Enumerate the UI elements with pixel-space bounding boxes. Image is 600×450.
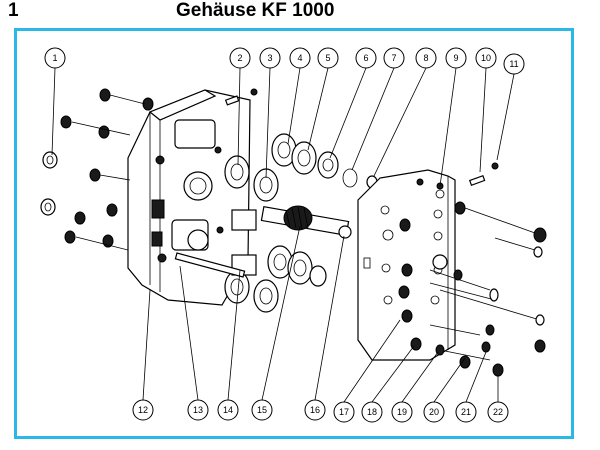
callout-15: 15 bbox=[251, 399, 273, 421]
callout-1: 1 bbox=[44, 47, 66, 69]
callout-10: 10 bbox=[475, 47, 497, 69]
callout-13: 13 bbox=[187, 399, 209, 421]
callout-label: 10 bbox=[481, 53, 491, 63]
callout-21: 21 bbox=[455, 401, 477, 423]
callout-label: 1 bbox=[52, 53, 57, 63]
callout-label: 16 bbox=[310, 405, 320, 415]
callout-17: 17 bbox=[333, 401, 355, 423]
callout-6: 6 bbox=[355, 47, 377, 69]
callout-4: 4 bbox=[289, 47, 311, 69]
callout-label: 8 bbox=[423, 53, 428, 63]
callout-label: 19 bbox=[397, 407, 407, 417]
callout-label: 15 bbox=[257, 405, 267, 415]
drawing-title: Gehäuse KF 1000 bbox=[176, 0, 335, 21]
bearing-stack bbox=[174, 133, 378, 313]
callout-5: 5 bbox=[317, 47, 339, 69]
callout-label: 9 bbox=[453, 53, 458, 63]
callout-label: 5 bbox=[325, 53, 330, 63]
callout-label: 17 bbox=[339, 407, 349, 417]
callout-9: 9 bbox=[445, 47, 467, 69]
callout-label: 6 bbox=[363, 53, 368, 63]
callout-label: 11 bbox=[509, 59, 518, 69]
callout-label: 20 bbox=[429, 407, 439, 417]
left-fasteners bbox=[40, 88, 154, 251]
callout-20: 20 bbox=[423, 401, 445, 423]
callout-14: 14 bbox=[217, 399, 239, 421]
callout-8: 8 bbox=[415, 47, 437, 69]
callout-label: 2 bbox=[237, 53, 242, 63]
callout-12: 12 bbox=[132, 399, 154, 421]
left-housing-plate bbox=[127, 89, 251, 306]
callout-label: 13 bbox=[193, 405, 203, 415]
callout-3: 3 bbox=[259, 47, 281, 69]
callout-19: 19 bbox=[391, 401, 413, 423]
callout-label: 21 bbox=[461, 407, 471, 417]
callout-label: 22 bbox=[493, 407, 503, 417]
drawing-frame bbox=[14, 28, 574, 439]
callout-18: 18 bbox=[361, 401, 383, 423]
callout-2: 2 bbox=[229, 47, 251, 69]
callout-label: 18 bbox=[367, 407, 377, 417]
callout-label: 14 bbox=[223, 405, 233, 415]
callout-22: 22 bbox=[487, 401, 509, 423]
callout-7: 7 bbox=[383, 47, 405, 69]
section-number: 1 bbox=[8, 0, 19, 21]
callout-16: 16 bbox=[304, 399, 326, 421]
top-pins bbox=[224, 88, 258, 106]
callout-label: 7 bbox=[391, 53, 396, 63]
callout-label: 4 bbox=[297, 53, 302, 63]
callout-11: 11 bbox=[503, 53, 525, 75]
right-bolts bbox=[398, 201, 547, 377]
callout-label: 12 bbox=[138, 405, 148, 415]
leader-lines bbox=[51, 67, 515, 403]
right-pins bbox=[468, 162, 499, 186]
callout-label: 3 bbox=[267, 53, 272, 63]
